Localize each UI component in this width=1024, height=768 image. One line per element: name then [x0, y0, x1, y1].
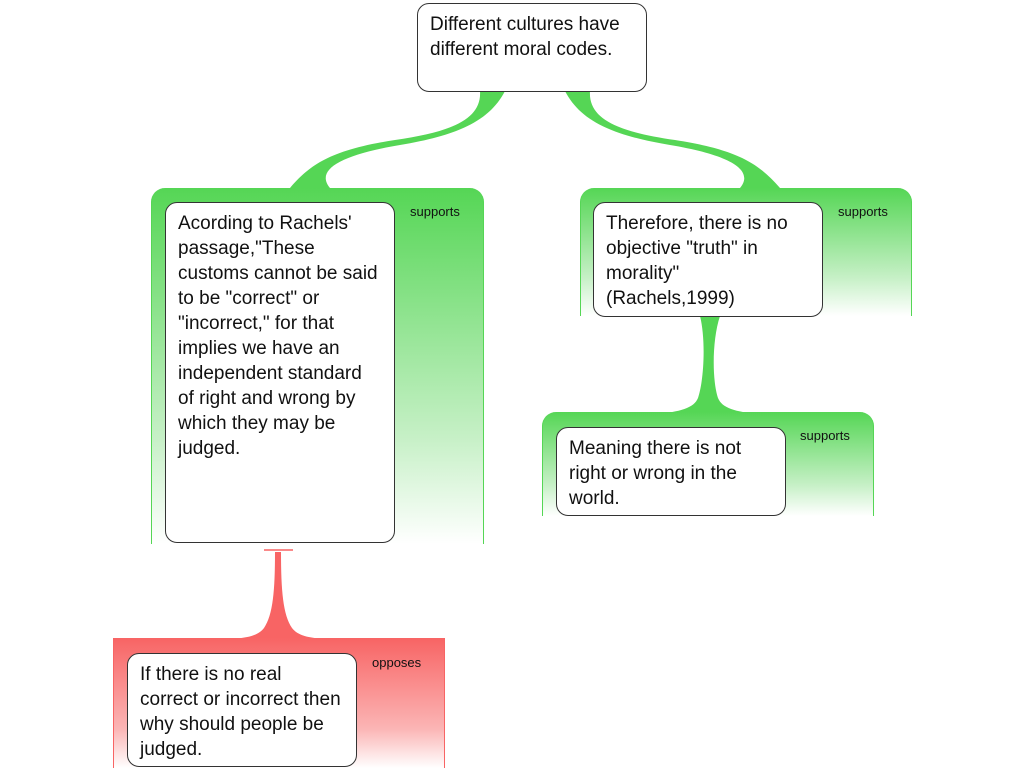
- relation-label-left: supports: [410, 204, 460, 219]
- reason-node-right-child[interactable]: Meaning there is not right or wrong in t…: [556, 427, 786, 516]
- relation-label-right: supports: [838, 204, 888, 219]
- connector-left-child: [231, 552, 325, 639]
- relation-label-left-child: opposes: [372, 655, 422, 670]
- claim-node-root[interactable]: Different cultures have different moral …: [417, 3, 647, 92]
- connector-right-child: [655, 316, 760, 414]
- reason-node-left[interactable]: Acording to Rachels' passage,"These cust…: [165, 202, 395, 543]
- objection-node-left-child[interactable]: If there is no real correct or incorrect…: [127, 653, 357, 767]
- connector-root-left: [290, 91, 505, 188]
- connector-root-right: [565, 91, 780, 188]
- relation-label-right-child: supports: [800, 428, 850, 443]
- reason-node-right[interactable]: Therefore, there is no objective "truth"…: [593, 202, 823, 317]
